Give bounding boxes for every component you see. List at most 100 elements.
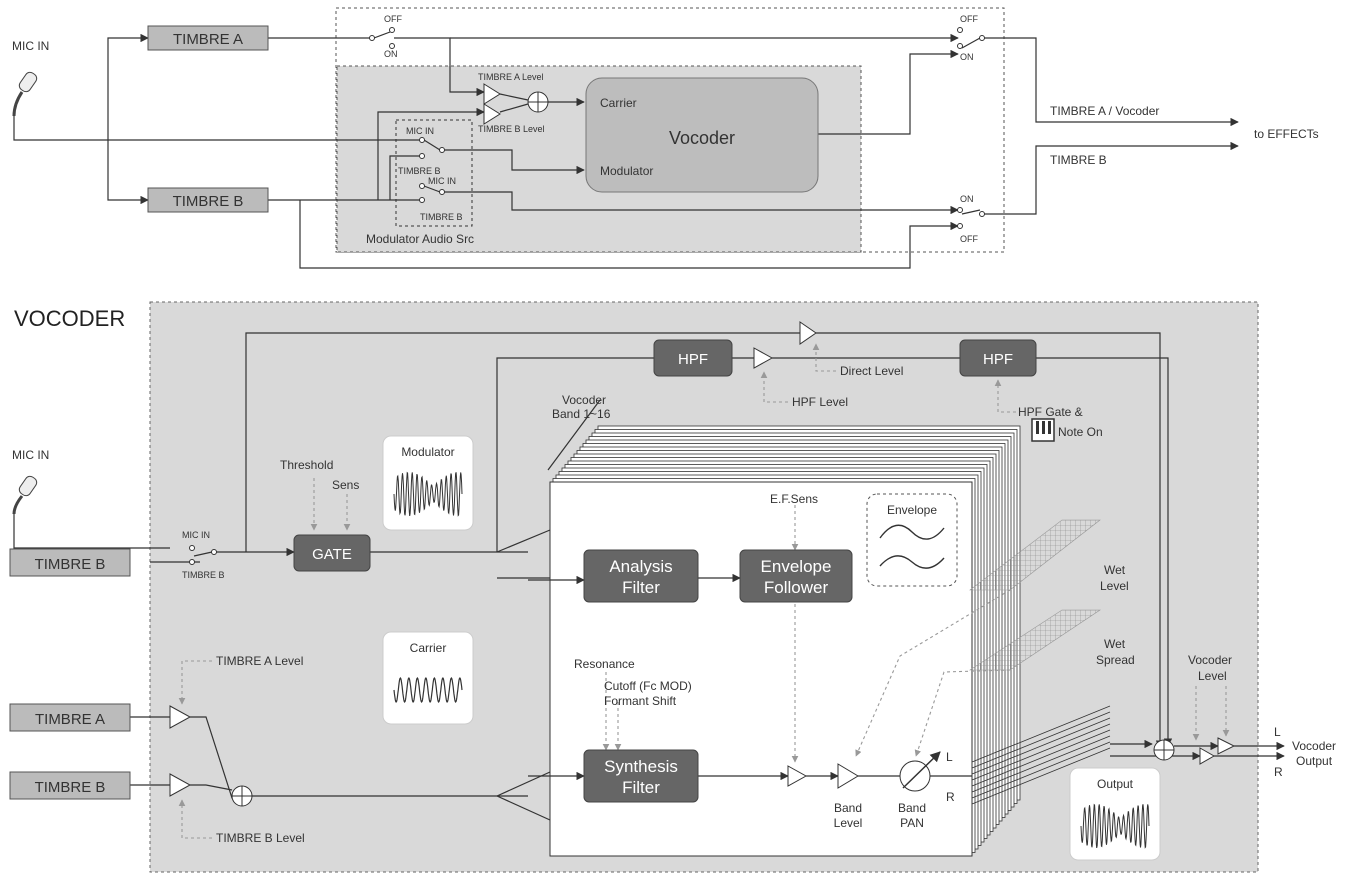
bottom-diagram: VOCODER (9, 301, 1336, 873)
wet-spread-label-2: Spread (1096, 653, 1135, 667)
bottom-timbre-b-amp (169, 773, 192, 797)
vocoder-band-label-2: Band 1~16 (552, 407, 611, 421)
envelope-follower-label-2: Follower (764, 578, 829, 597)
top-timbre-b-level-label: TIMBRE B Level (478, 124, 545, 134)
envelope-wave-icon-1 (879, 524, 945, 540)
pan-r-label: R (946, 790, 955, 804)
synthesis-filter-box (583, 749, 699, 803)
wet-spread-label-1: Wet (1104, 637, 1126, 651)
wet-level-label-2: Level (1100, 579, 1129, 593)
bottom-sum-node (231, 785, 253, 807)
synthesis-filter-label-2: Filter (622, 778, 660, 797)
synthesis-filter-label-1: Synthesis (604, 757, 678, 776)
band-amp-1 (787, 765, 808, 787)
vocoder-output-label-1: Vocoder (1292, 739, 1336, 753)
note-on-label: Note On (1058, 425, 1103, 439)
modulator-label: Modulator (600, 164, 653, 178)
output-wave-icon (1080, 803, 1150, 849)
out-r-label: R (1274, 765, 1283, 779)
src2-timbre-b-label: TIMBRE B (420, 212, 463, 222)
sum-node (527, 91, 549, 113)
b-switch-off-label: OFF (960, 234, 978, 244)
timbre-a-level-amp (483, 83, 501, 105)
vocoder-level-amp-r (1199, 747, 1216, 765)
envelope-follower-box (739, 549, 853, 603)
pan-l-label: L (946, 750, 953, 764)
bottom-timbre-b-box (9, 771, 131, 800)
band-pan-label-1: Band (898, 801, 926, 815)
envelope-follower-label-1: Envelope (761, 557, 832, 576)
b-switch-on-label: ON (960, 194, 974, 204)
timbre-a-level-label: TIMBRE A Level (216, 654, 303, 668)
out-switch-off-label: OFF (960, 14, 978, 24)
bottom-timbre-b-label: TIMBRE B (35, 779, 106, 796)
top-diagram: MIC IN (12, 7, 1319, 269)
band-output-lines (971, 705, 1111, 805)
analysis-filter-box (583, 549, 699, 603)
wet-level-grid (969, 519, 1101, 591)
envelope-wave-icon-2 (879, 555, 945, 569)
formant-shift-label: Formant Shift (604, 694, 677, 708)
analysis-filter-label-1: Analysis (609, 557, 672, 576)
switch-on-label: ON (384, 49, 398, 59)
vocoder-box (585, 77, 819, 193)
src1-mic-label: MIC IN (406, 126, 434, 136)
vocoder-level-label-1: Vocoder (1188, 653, 1232, 667)
envelope-card: Envelope (866, 493, 958, 587)
out-switch-on-label: ON (960, 52, 974, 62)
bottom-switch-timbre-b-label: TIMBRE B (182, 570, 225, 580)
hpf-box-1 (653, 339, 733, 377)
hpf-gate-label: HPF Gate & (1018, 405, 1083, 419)
top-timbre-a-level-label: TIMBRE A Level (478, 72, 544, 82)
mic-icon (12, 71, 38, 117)
src2-mic-label: MIC IN (428, 176, 456, 186)
out-b-label: TIMBRE B (1050, 153, 1107, 167)
vocoder-level-label-2: Level (1198, 669, 1227, 683)
vocoder-title: VOCODER (14, 306, 125, 331)
band-pan-label-2: PAN (900, 816, 924, 830)
carrier-label: Carrier (600, 96, 637, 110)
mic-in-label: MIC IN (12, 39, 49, 53)
src1-timbre-b-label: TIMBRE B (398, 166, 441, 176)
timbre-b-label: TIMBRE B (173, 193, 244, 210)
bottom-timbre-a-amp (169, 705, 192, 729)
modulator-card: Modulator (382, 435, 474, 531)
hpf-1-label: HPF (678, 351, 708, 368)
analysis-filter-label-2: Filter (622, 578, 660, 597)
timbre-b-box (147, 187, 269, 213)
hpf-level-label: HPF Level (792, 395, 848, 409)
wet-level-label-1: Wet (1104, 563, 1126, 577)
bottom-timbre-a-label: TIMBRE A (35, 711, 105, 728)
vocoder-output-label-2: Output (1296, 754, 1333, 768)
bottom-timbre-b-in-box (9, 548, 131, 577)
pan-knob (899, 751, 941, 792)
hpf-level-amp (753, 347, 774, 369)
bottom-mic-icon (12, 475, 38, 515)
resonance-label: Resonance (574, 657, 635, 671)
band-level-label-1: Band (834, 801, 862, 815)
vocoder-band-label-1: Vocoder (562, 393, 606, 407)
out-l-label: L (1274, 725, 1281, 739)
hpf-2-label: HPF (983, 351, 1013, 368)
timbre-b-level-amp (483, 103, 501, 125)
sens-label: Sens (332, 478, 359, 492)
ef-sens-label: E.F.Sens (770, 492, 818, 506)
modulator-wave-icon (393, 471, 463, 517)
timbre-b-level-label: TIMBRE B Level (216, 831, 305, 845)
timbre-a-label: TIMBRE A (173, 31, 243, 48)
modulator-card-label: Modulator (401, 445, 454, 459)
bottom-timbre-a-box (9, 703, 131, 732)
bottom-switch-mic-label: MIC IN (182, 530, 210, 540)
keyboard-icon (1031, 418, 1055, 442)
carrier-card: Carrier (382, 631, 474, 725)
output-sum-node (1153, 739, 1175, 761)
direct-level-amp (799, 321, 817, 345)
modulator-src-region (395, 119, 473, 227)
timbre-a-box (147, 25, 269, 51)
carrier-card-label: Carrier (410, 641, 447, 655)
modulator-audio-src-label: Modulator Audio Src (366, 232, 474, 246)
band-level-amp (837, 763, 859, 789)
bottom-timbre-b-in-label: TIMBRE B (35, 556, 106, 573)
bottom-mic-in-label: MIC IN (12, 448, 49, 462)
to-effects-label: to EFFECTs (1254, 127, 1319, 141)
